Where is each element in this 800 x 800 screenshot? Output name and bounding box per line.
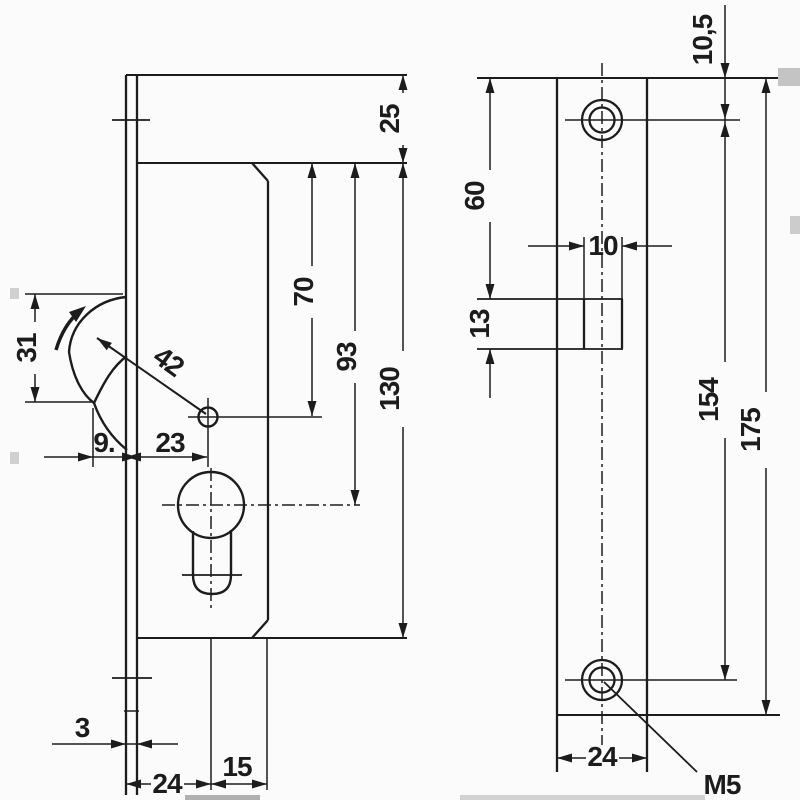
scan-artifacts [10, 68, 800, 800]
hook-bolt [67, 295, 128, 451]
dim-15-label: 15 [222, 751, 252, 782]
dim-154-label: 154 [693, 377, 724, 422]
radius-42-arrowhead [97, 338, 112, 351]
faceplate-side-view [112, 75, 152, 795]
dim-60-label: 60 [459, 181, 490, 211]
dim-24-right-label: 24 [587, 741, 618, 772]
dim-3-label: 3 [75, 712, 90, 743]
dimension-arrowheads [30, 63, 771, 789]
dim-42-label: 42 [148, 340, 190, 382]
label-backgrounds [14, 6, 772, 795]
pivot-point [188, 398, 322, 467]
dim-9-label: 9. [93, 427, 114, 458]
dim-10-label: 10 [588, 230, 618, 261]
radius-42-line [96, 337, 207, 415]
dim-31-label: 31 [11, 333, 42, 363]
dim-70-label: 70 [288, 277, 319, 307]
dim-24-left-label: 24 [152, 768, 183, 799]
dim-23-label: 23 [155, 427, 185, 458]
chamfer-bottom [251, 619, 269, 639]
lock-case-outline [137, 162, 407, 639]
thread-m5-label: M5 [704, 769, 741, 800]
slot-cutout [477, 237, 624, 350]
dim-25-label: 25 [374, 104, 405, 134]
faceplate-front-view [477, 63, 780, 773]
dim-175-label: 175 [735, 408, 766, 452]
swing-direction-arrow [54, 306, 86, 351]
m5-leader-line [603, 681, 698, 773]
chamfer-top [251, 162, 269, 182]
dimension-labels: 25 70 93 130 31 42 9. 23 3 24 15 10,5 60… [11, 14, 766, 800]
side-view [54, 74, 407, 795]
dim-130-label: 130 [374, 367, 405, 411]
dim-10-5-label: 10,5 [687, 14, 718, 65]
euro-cylinder-hole [162, 468, 360, 612]
dim-93-label: 93 [331, 342, 362, 372]
dim-13-label: 13 [464, 309, 495, 339]
